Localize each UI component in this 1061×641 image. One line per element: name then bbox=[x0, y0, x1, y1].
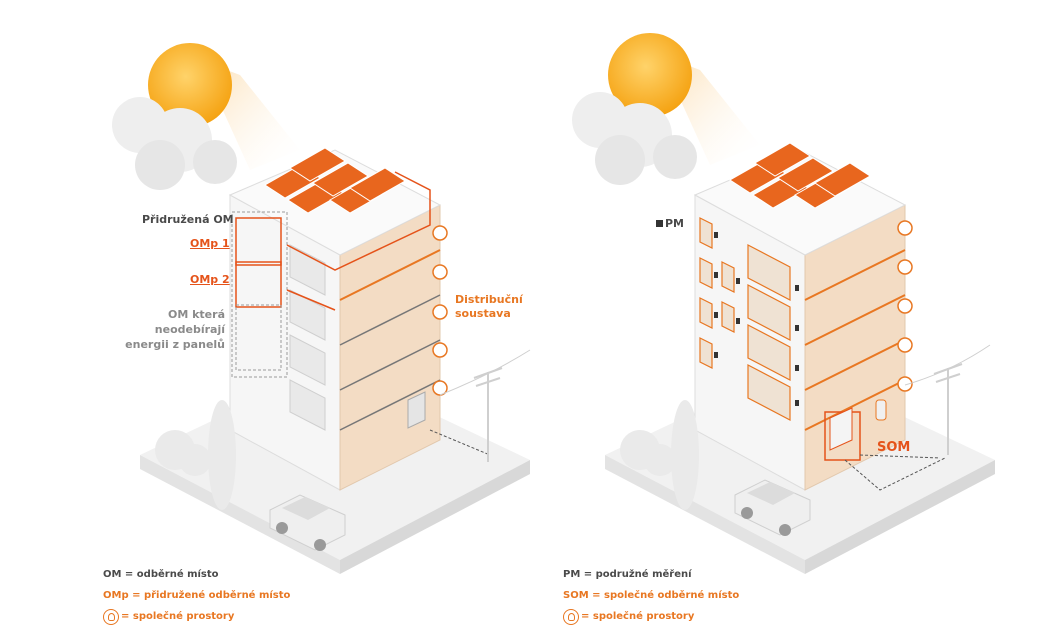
distribution-line1: Distribuční bbox=[455, 293, 523, 306]
som-label: SOM bbox=[877, 440, 911, 455]
legend-omp: OMp = přidružené odběrné místo bbox=[103, 590, 291, 601]
associated-om-label: Přidružená OM bbox=[142, 213, 234, 226]
lightbulb-icon bbox=[432, 225, 448, 396]
solar-panel-icon bbox=[264, 147, 406, 214]
meter-square-icon bbox=[656, 220, 663, 227]
battery-icon bbox=[875, 399, 887, 421]
car-icon bbox=[269, 494, 346, 551]
lightbulb-icon bbox=[103, 608, 119, 625]
legend-common: = společné prostory bbox=[563, 606, 739, 627]
tree-icon bbox=[620, 400, 699, 510]
legend-common: = společné prostory bbox=[103, 606, 290, 627]
pm-label: PM bbox=[656, 217, 684, 230]
legend-pm: PM = podružné měření bbox=[563, 569, 692, 580]
legend-common-text: = společné prostory bbox=[121, 611, 235, 622]
legend-om: OM = odběrné místo bbox=[103, 569, 219, 580]
non-panel-line1: OM která bbox=[167, 308, 225, 321]
solar-panel-icon bbox=[729, 142, 871, 209]
tree-icon bbox=[155, 400, 236, 510]
pm-text: PM bbox=[665, 217, 685, 230]
car-icon bbox=[734, 479, 811, 536]
legend-left: OM = odběrné místo OMp = přidružené odbě… bbox=[103, 564, 290, 627]
omp1-label: OMp 1 bbox=[190, 237, 230, 250]
non-panel-line2: neodebírají bbox=[154, 323, 225, 336]
lightbulb-icon bbox=[897, 220, 913, 392]
non-panel-om-label: OM která neodebírají energii z panelů bbox=[125, 307, 225, 352]
distribution-system-label: Distribuční soustava bbox=[455, 293, 523, 321]
power-pole-icon bbox=[439, 349, 531, 462]
legend-right: PM = podružné měření SOM = společné odbě… bbox=[563, 564, 739, 627]
sun-icon bbox=[148, 43, 232, 127]
sun-icon bbox=[608, 33, 692, 117]
right-scene bbox=[572, 33, 995, 574]
cloud-icon bbox=[112, 97, 237, 190]
legend-som: SOM = společné odběrné místo bbox=[563, 590, 740, 601]
power-pole-icon bbox=[904, 344, 991, 455]
distribution-line2: soustava bbox=[455, 307, 511, 320]
lightbulb-icon bbox=[563, 608, 579, 625]
cloud-icon bbox=[572, 92, 697, 185]
left-scene bbox=[112, 43, 531, 574]
electricity-meter-icon bbox=[829, 407, 853, 451]
non-panel-line3: energii z panelů bbox=[125, 338, 225, 351]
electricity-meter-icon bbox=[407, 391, 426, 429]
omp2-label: OMp 2 bbox=[190, 273, 230, 286]
legend-common-text: = společné prostory bbox=[581, 611, 695, 622]
